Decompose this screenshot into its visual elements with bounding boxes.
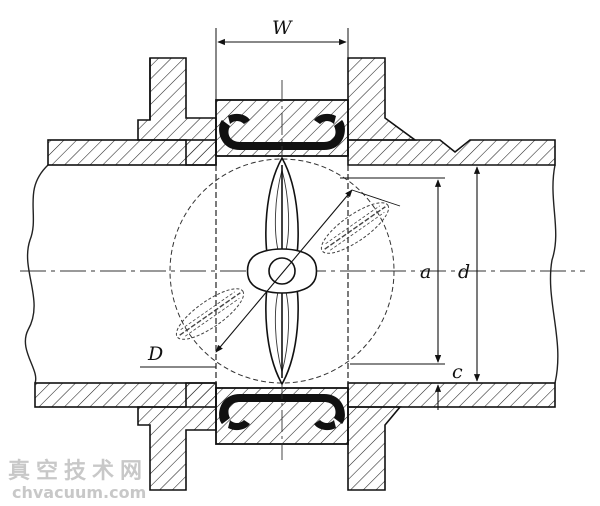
- lower-right-pipe-wall: [347, 382, 556, 408]
- label-w: W: [272, 17, 293, 39]
- dimension-D: [140, 189, 401, 368]
- upper-right-pipe-wall: [347, 139, 556, 166]
- valve-disc-open-lower: [175, 288, 245, 340]
- dimension-d: [470, 164, 484, 384]
- upper-right-flange: [347, 57, 418, 141]
- label-d: d: [458, 261, 470, 283]
- watermark-chinese: 真空技术网: [8, 458, 148, 484]
- pipe-break-right: [549, 164, 559, 384]
- pipe-break-left: [24, 164, 49, 384]
- dimension-a: [340, 177, 445, 365]
- valve-disc: [246, 156, 318, 386]
- lower-right-flange: [347, 406, 402, 491]
- watermark-url: chvacuum.com: [12, 483, 146, 502]
- label-c: c: [452, 361, 463, 383]
- valve-disc-open-upper: [320, 202, 390, 254]
- disc-swing-circle: [169, 158, 395, 384]
- label-D: D: [147, 343, 163, 365]
- label-a: a: [420, 261, 431, 283]
- upper-left-flange: [137, 57, 217, 166]
